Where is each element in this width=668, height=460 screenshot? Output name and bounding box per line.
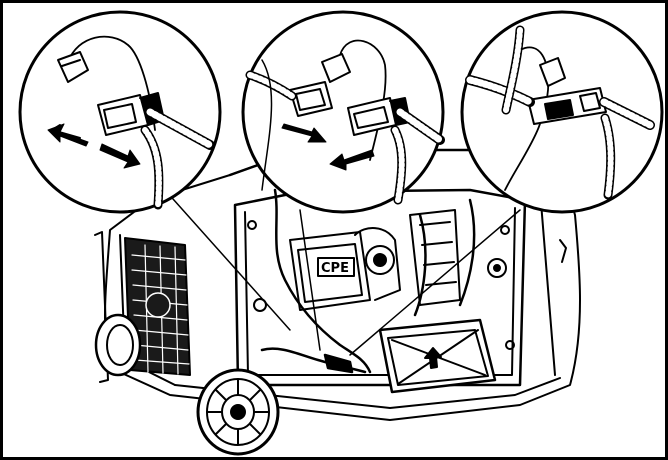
callout-connect bbox=[241, 10, 445, 214]
arrow-right-icon bbox=[99, 143, 141, 169]
arrow-right-icon bbox=[281, 123, 327, 143]
side-grille bbox=[124, 237, 191, 376]
wiring-harness bbox=[260, 188, 476, 374]
engine-compartment: CPE bbox=[247, 209, 515, 350]
wheel-rear bbox=[94, 313, 142, 377]
engine-label: CPE bbox=[321, 261, 349, 276]
battery bbox=[378, 318, 497, 394]
wheel-front bbox=[196, 368, 280, 456]
arrow-left-icon bbox=[329, 149, 375, 171]
callout-connected bbox=[460, 10, 664, 214]
callout-disconnect bbox=[18, 10, 222, 214]
callout-leaders bbox=[164, 189, 521, 356]
